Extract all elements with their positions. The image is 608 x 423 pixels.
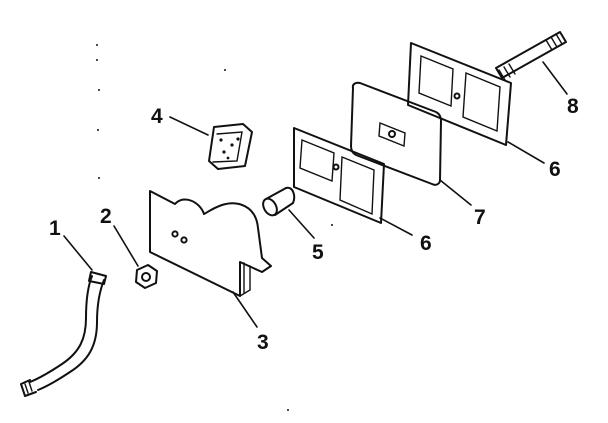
part-8-stud — [495, 31, 567, 81]
callout-6-front: 6 — [420, 232, 432, 255]
leader-1 — [63, 235, 93, 271]
part-7-plate — [350, 81, 442, 186]
part-1-tube — [20, 271, 107, 397]
callout-6-rear: 6 — [549, 158, 561, 181]
callout-5: 5 — [312, 241, 324, 264]
part-3-bracket — [149, 190, 272, 297]
leader-6b — [507, 141, 545, 164]
callout-1: 1 — [49, 217, 61, 240]
part-5-spacer — [262, 186, 296, 217]
callout-8: 8 — [567, 95, 579, 118]
callout-labels: 1 2 3 4 5 6 7 6 8 — [49, 95, 579, 354]
leader-5 — [288, 209, 315, 239]
scan-dots — [96, 44, 333, 411]
callout-4: 4 — [151, 105, 163, 128]
leader-2 — [113, 225, 139, 267]
callout-7: 7 — [474, 206, 486, 229]
part-6-gasket-rear — [407, 42, 512, 146]
leader-6a — [379, 217, 413, 236]
leader-8 — [542, 61, 568, 95]
part-6-gasket-front — [293, 127, 385, 224]
leader-3 — [232, 291, 258, 328]
leader-lines — [63, 61, 568, 328]
part-4-block — [208, 123, 253, 170]
leader-7 — [439, 179, 472, 206]
part-2-nut — [135, 264, 158, 289]
callout-3: 3 — [257, 331, 269, 354]
callout-2: 2 — [100, 205, 112, 228]
leader-4 — [169, 116, 209, 136]
